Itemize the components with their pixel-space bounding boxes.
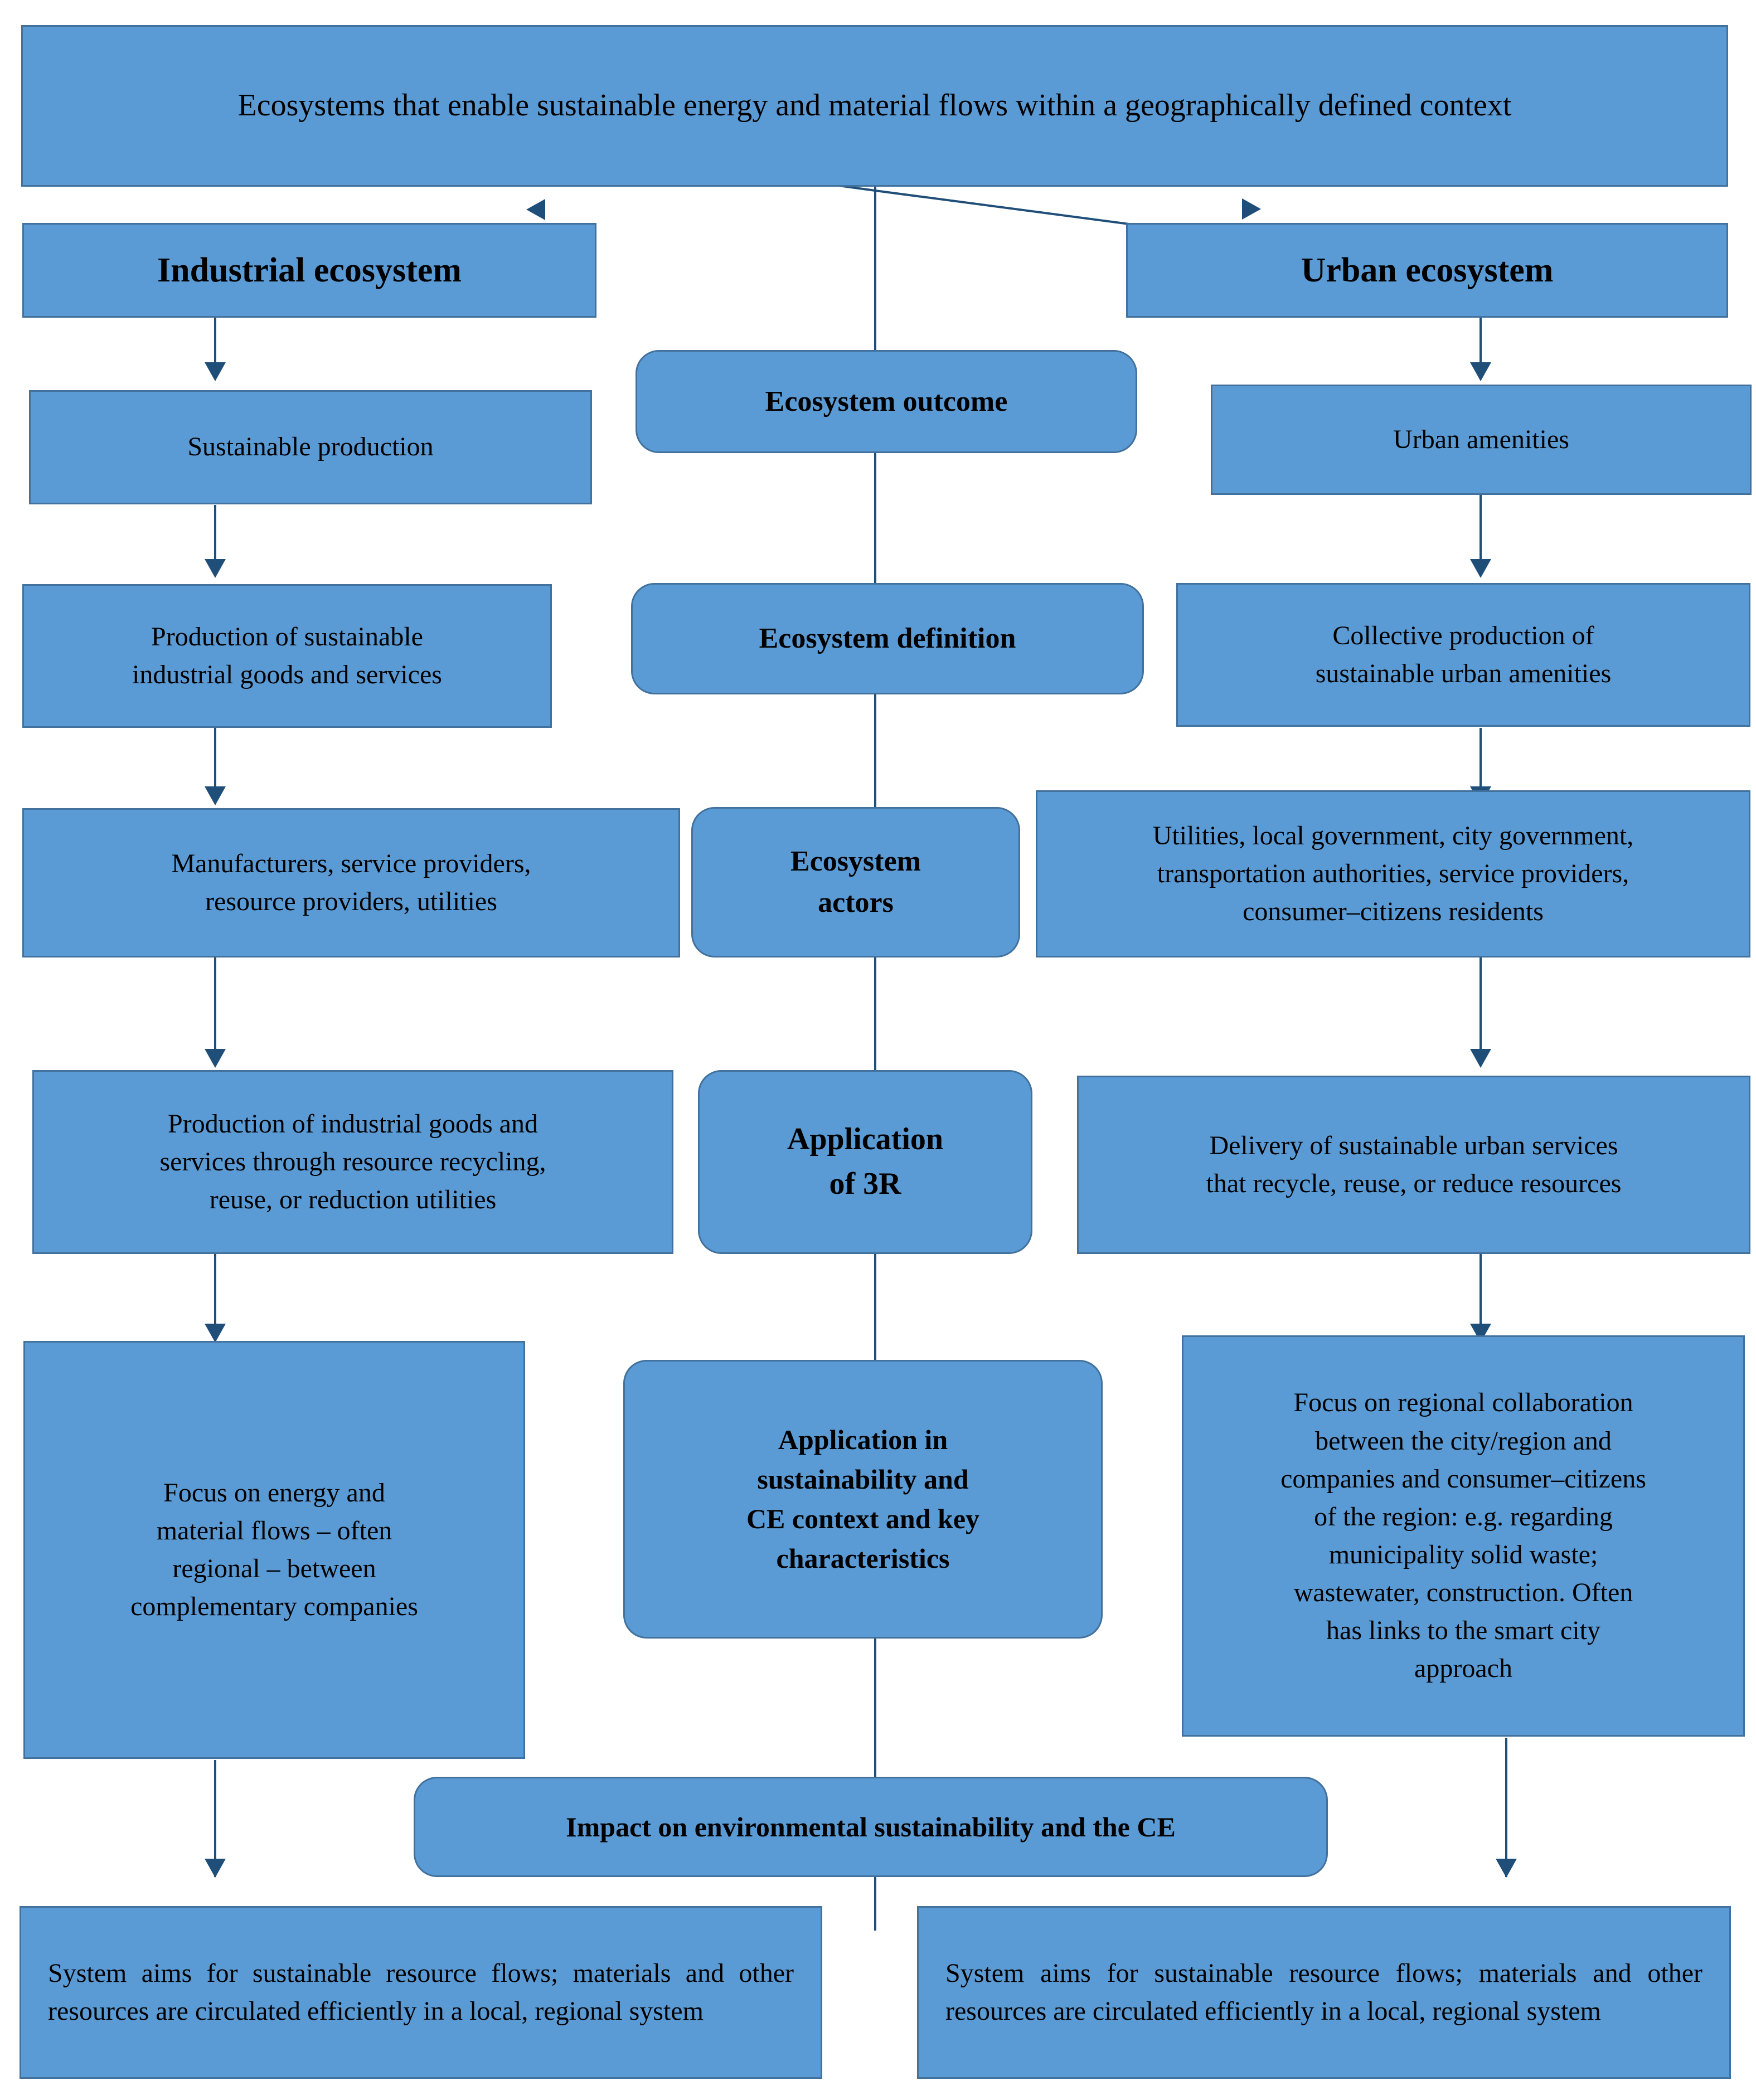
arrowhead-right-1 (1470, 362, 1491, 381)
right-node-focus-regional-collaboration-label: Focus on regional collaboration between … (1280, 1388, 1646, 1684)
connector-right-5 (1479, 1254, 1482, 1339)
connector-right-3 (1479, 728, 1482, 795)
right-node-delivery-services-label: Delivery of sustainable urban services t… (1206, 1130, 1622, 1198)
right-node-collective-production[interactable]: Collective production of sustainable urb… (1176, 583, 1750, 727)
connector-left-4 (214, 957, 216, 1063)
arrowhead-left-4 (205, 1049, 226, 1068)
left-node-production-sustainable-goods[interactable]: Production of sustainable industrial goo… (22, 584, 552, 728)
heading-urban-ecosystem-label: Urban ecosystem (1301, 251, 1554, 289)
middle-ecosystem-outcome-label: Ecosystem outcome (765, 385, 1008, 417)
arrowhead-right-4 (1470, 1049, 1491, 1068)
left-node-focus-energy-flows[interactable]: Focus on energy and material flows – oft… (23, 1341, 525, 1759)
left-node-sustainable-production[interactable]: Sustainable production (29, 390, 592, 504)
left-node-actors-label: Manufacturers, service providers, resour… (171, 848, 531, 916)
arrowhead-to-industrial (526, 199, 545, 220)
heading-industrial-ecosystem[interactable]: Industrial ecosystem (22, 223, 596, 318)
bottom-box-left[interactable]: System aims for sustainable resource flo… (20, 1906, 822, 2079)
arrowhead-right-2 (1470, 559, 1491, 578)
connector-right-2 (1479, 494, 1482, 566)
left-node-focus-energy-flows-label: Focus on energy and material flows – oft… (130, 1477, 418, 1622)
arrowhead-left-2 (205, 559, 226, 578)
right-node-actors-label: Utilities, local government, city govern… (1152, 820, 1634, 927)
right-node-focus-regional-collaboration[interactable]: Focus on regional collaboration between … (1182, 1335, 1745, 1737)
middle-ecosystem-outcome[interactable]: Ecosystem outcome (636, 350, 1137, 453)
title-box-label: Ecosystems that enable sustainable energ… (237, 88, 1512, 123)
right-node-urban-amenities-label: Urban amenities (1393, 424, 1569, 454)
right-node-actors[interactable]: Utilities, local government, city govern… (1036, 790, 1750, 957)
connector-left-1 (214, 315, 216, 370)
arrowhead-left-1 (205, 362, 226, 381)
heading-urban-ecosystem[interactable]: Urban ecosystem (1126, 223, 1728, 318)
connector-center-spine (874, 185, 876, 1931)
connector-right-6 (1505, 1738, 1507, 1877)
connector-left-6 (214, 1760, 216, 1877)
connector-left-2 (214, 505, 216, 566)
middle-ecosystem-actors-label: Ecosystem actors (790, 845, 921, 918)
left-node-actors[interactable]: Manufacturers, service providers, resour… (22, 808, 680, 957)
middle-ecosystem-actors[interactable]: Ecosystem actors (691, 807, 1020, 957)
heading-industrial-ecosystem-label: Industrial ecosystem (157, 251, 462, 289)
left-node-production-sustainable-goods-label: Production of sustainable industrial goo… (132, 621, 442, 689)
connector-right-1 (1479, 315, 1482, 370)
right-node-urban-amenities[interactable]: Urban amenities (1211, 385, 1752, 495)
arrowhead-right-6 (1496, 1859, 1517, 1878)
middle-ecosystem-definition-label: Ecosystem definition (759, 623, 1016, 655)
right-node-collective-production-label: Collective production of sustainable urb… (1315, 620, 1612, 688)
connector-left-5 (214, 1254, 216, 1339)
arrowhead-left-5 (205, 1324, 226, 1343)
bottom-box-right[interactable]: System aims for sustainable resource flo… (917, 1906, 1731, 2079)
middle-application-of-3r-label: Application of 3R (787, 1122, 944, 1201)
middle-ecosystem-definition[interactable]: Ecosystem definition (631, 583, 1144, 694)
bottom-box-right-label: System aims for sustainable resource flo… (945, 1958, 1702, 2026)
middle-application-context-label: Application in sustainability and CE con… (746, 1424, 980, 1574)
right-node-delivery-services[interactable]: Delivery of sustainable urban services t… (1077, 1076, 1750, 1254)
middle-impact-box-label: Impact on environmental sustainability a… (566, 1811, 1176, 1843)
arrowhead-to-urban (1242, 198, 1261, 220)
arrowhead-left-6 (205, 1859, 226, 1878)
connector-right-4 (1479, 957, 1482, 1063)
left-node-sustainable-production-label: Sustainable production (187, 432, 434, 462)
left-node-production-3r[interactable]: Production of industrial goods and servi… (32, 1070, 673, 1254)
title-box[interactable]: Ecosystems that enable sustainable energ… (21, 25, 1728, 187)
middle-impact-box[interactable]: Impact on environmental sustainability a… (414, 1777, 1328, 1877)
left-node-production-3r-label: Production of industrial goods and servi… (159, 1109, 546, 1215)
connector-left-3 (214, 728, 216, 795)
arrowhead-left-3 (205, 786, 226, 805)
middle-application-of-3r[interactable]: Application of 3R (698, 1070, 1032, 1254)
middle-application-context[interactable]: Application in sustainability and CE con… (623, 1360, 1103, 1639)
bottom-box-left-label: System aims for sustainable resource flo… (48, 1958, 794, 2026)
